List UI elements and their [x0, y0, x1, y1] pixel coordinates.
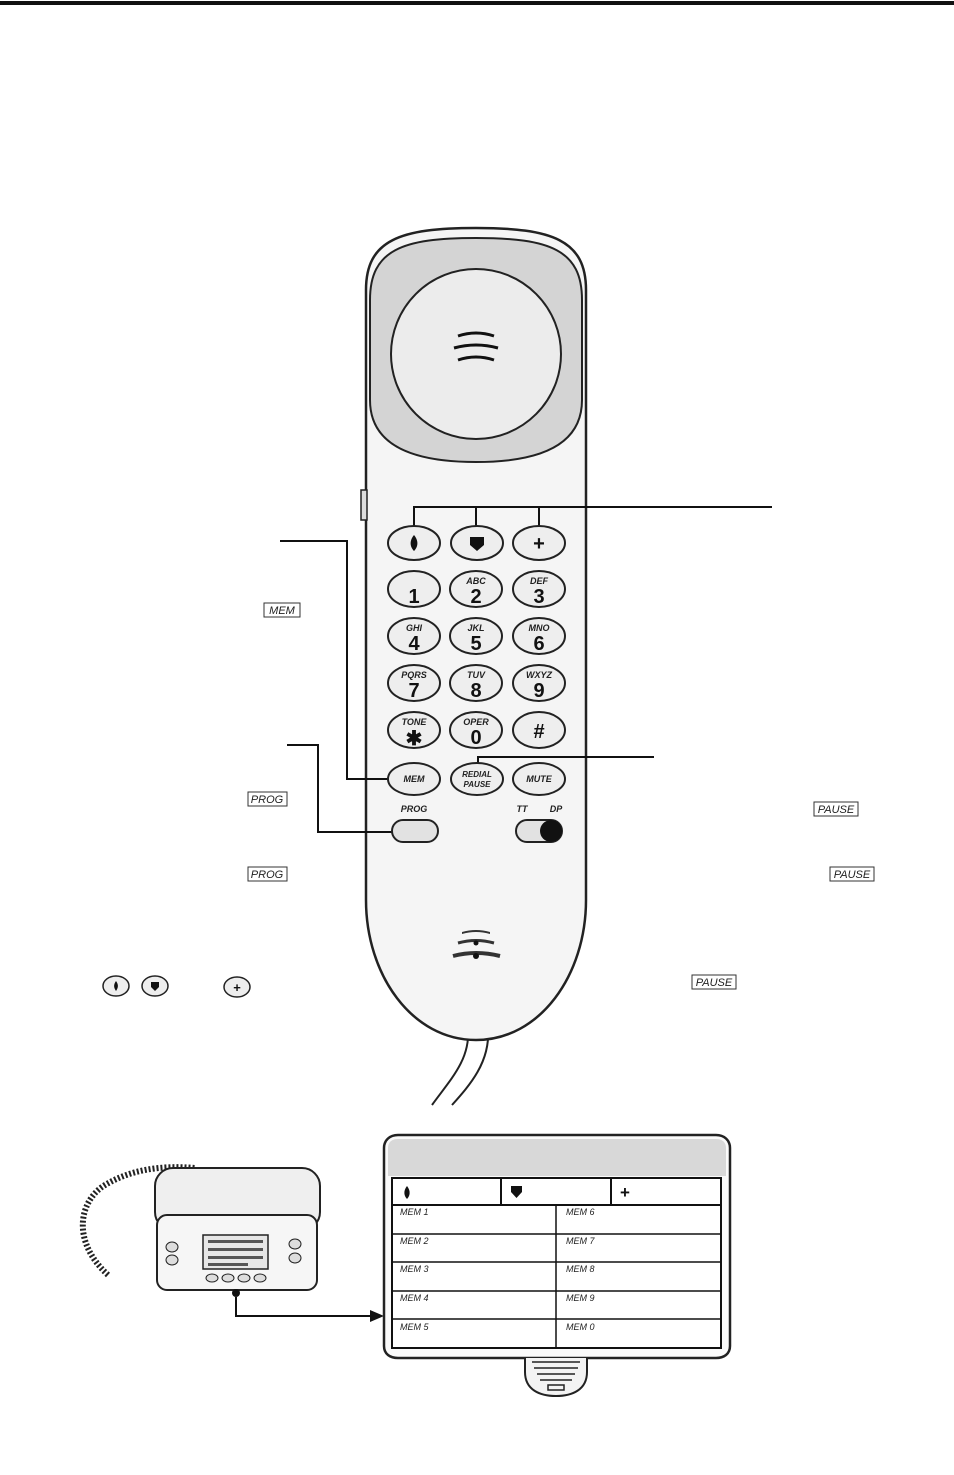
- one-touch-medical-button[interactable]: +: [512, 525, 566, 561]
- key-3[interactable]: DEF 3: [512, 570, 566, 608]
- directory-card: + MEM 1 MEM 2 MEM 3 MEM 4 MEM 5 MEM 6 ME…: [382, 1133, 732, 1398]
- svg-text:PAUSE: PAUSE: [696, 977, 733, 989]
- key-star-letters: TONE: [402, 717, 428, 727]
- pause-key-tag-2: PAUSE: [829, 866, 875, 882]
- key-9-digit: 9: [533, 680, 544, 702]
- card-entry-mem-6: MEM 6: [566, 1207, 595, 1217]
- key-8-digit: 8: [470, 680, 481, 702]
- card-entry-mem-5: MEM 5: [400, 1322, 429, 1332]
- key-8[interactable]: TUV 8: [449, 664, 503, 702]
- card-entry-mem-3: MEM 3: [400, 1264, 429, 1274]
- one-touch-police-button[interactable]: [450, 525, 504, 561]
- prog-button[interactable]: [391, 819, 439, 843]
- key-0-digit: 0: [470, 727, 481, 749]
- card-tab-grip-icon: [532, 1361, 580, 1391]
- fire-icon: [410, 535, 418, 551]
- ringer-side-switch: [360, 489, 368, 521]
- pause-label: PAUSE: [464, 780, 492, 789]
- key-2-letters: ABC: [465, 576, 486, 586]
- key-1-digit: 1: [408, 586, 419, 608]
- card-entry-mem-7: MEM 7: [566, 1236, 595, 1246]
- key-4-letters: GHI: [406, 623, 423, 633]
- card-entry-mem-9: MEM 9: [566, 1293, 595, 1303]
- mem-button-label: MEM: [404, 774, 426, 784]
- key-2-digit: 2: [470, 586, 481, 608]
- key-3-digit: 3: [533, 586, 544, 608]
- redial-pause-button[interactable]: REDIAL PAUSE: [450, 762, 504, 796]
- key-8-letters: TUV: [467, 670, 486, 680]
- key-9-letters: WXYZ: [526, 670, 553, 680]
- star-icon: ✱: [406, 728, 423, 750]
- prog-label: PROG: [401, 804, 428, 814]
- arrow-line: [235, 1297, 374, 1317]
- svg-text:PROG: PROG: [251, 794, 284, 806]
- mouthpiece-slots-icon: [452, 930, 501, 959]
- svg-text:+: +: [233, 980, 241, 995]
- card-entry-mem-0: MEM 0: [566, 1322, 595, 1332]
- key-9[interactable]: WXYZ 9: [512, 664, 566, 702]
- key-hash[interactable]: #: [512, 711, 566, 749]
- key-0-letters: OPER: [463, 717, 489, 727]
- mem-callout-line: [280, 540, 392, 780]
- redial-label: REDIAL: [462, 770, 492, 779]
- arrow-head-icon: [370, 1310, 384, 1322]
- coiled-cord: [79, 1164, 196, 1278]
- prog-callout-line: [287, 744, 396, 833]
- prog-key-tag-2: PROG: [247, 866, 288, 882]
- one-touch-callout-line: [413, 506, 772, 528]
- svg-text:MEM: MEM: [269, 605, 296, 617]
- callout-lines: [280, 506, 772, 833]
- earpiece-slots-icon: [453, 331, 499, 362]
- key-6-digit: 6: [533, 633, 544, 655]
- key-3-letters: DEF: [530, 576, 549, 586]
- key-5-letters: JKL: [467, 623, 484, 633]
- card-entry-mem-8: MEM 8: [566, 1264, 595, 1274]
- svg-text:PAUSE: PAUSE: [818, 804, 855, 816]
- card-entry-mem-1: MEM 1: [400, 1207, 429, 1217]
- key-2[interactable]: ABC 2: [449, 570, 503, 608]
- key-6[interactable]: MNO 6: [512, 617, 566, 655]
- svg-text:PROG: PROG: [251, 869, 284, 881]
- mute-button[interactable]: MUTE: [512, 762, 566, 796]
- hash-icon: #: [533, 721, 544, 743]
- card-entry-mem-4: MEM 4: [400, 1293, 429, 1303]
- card-entry-mem-2: MEM 2: [400, 1236, 429, 1246]
- medical-plus-icon: +: [533, 533, 545, 555]
- inline-police-button-icon: [141, 975, 169, 997]
- earpiece: [390, 268, 562, 440]
- key-4[interactable]: GHI 4: [387, 617, 441, 655]
- mem-key-tag: MEM: [263, 602, 301, 618]
- mem-button[interactable]: MEM: [387, 762, 441, 796]
- inline-medical-button-icon: +: [223, 976, 251, 998]
- key-5[interactable]: JKL 5: [449, 617, 503, 655]
- dp-label: DP: [550, 804, 563, 814]
- key-7-letters: PQRS: [401, 670, 427, 680]
- card-police-icon: [511, 1186, 522, 1198]
- key-7-digit: 7: [408, 680, 419, 702]
- police-shield-icon: [470, 537, 484, 551]
- inline-fire-button-icon: [102, 975, 130, 997]
- pause-key-tag-3: PAUSE: [691, 974, 737, 990]
- key-4-digit: 4: [408, 633, 420, 655]
- card-medical-icon: +: [620, 1183, 630, 1202]
- key-7[interactable]: PQRS 7: [387, 664, 441, 702]
- key-6-letters: MNO: [529, 623, 550, 633]
- svg-text:PAUSE: PAUSE: [834, 869, 871, 881]
- card-fire-icon: [404, 1186, 410, 1199]
- switch-knob: [540, 820, 562, 842]
- key-1[interactable]: 1: [387, 570, 441, 608]
- prog-key-tag-1: PROG: [247, 791, 288, 807]
- handset-cord: [431, 1029, 490, 1106]
- base-unit: [79, 1164, 321, 1297]
- pause-key-tag-1: PAUSE: [813, 801, 859, 817]
- mute-button-label: MUTE: [526, 774, 552, 784]
- key-star[interactable]: TONE ✱: [387, 711, 441, 750]
- one-touch-fire-button[interactable]: [387, 525, 441, 561]
- tt-label: TT: [517, 804, 529, 814]
- key-0[interactable]: OPER 0: [449, 711, 503, 749]
- key-5-digit: 5: [470, 633, 481, 655]
- tone-pulse-switch[interactable]: [515, 819, 563, 843]
